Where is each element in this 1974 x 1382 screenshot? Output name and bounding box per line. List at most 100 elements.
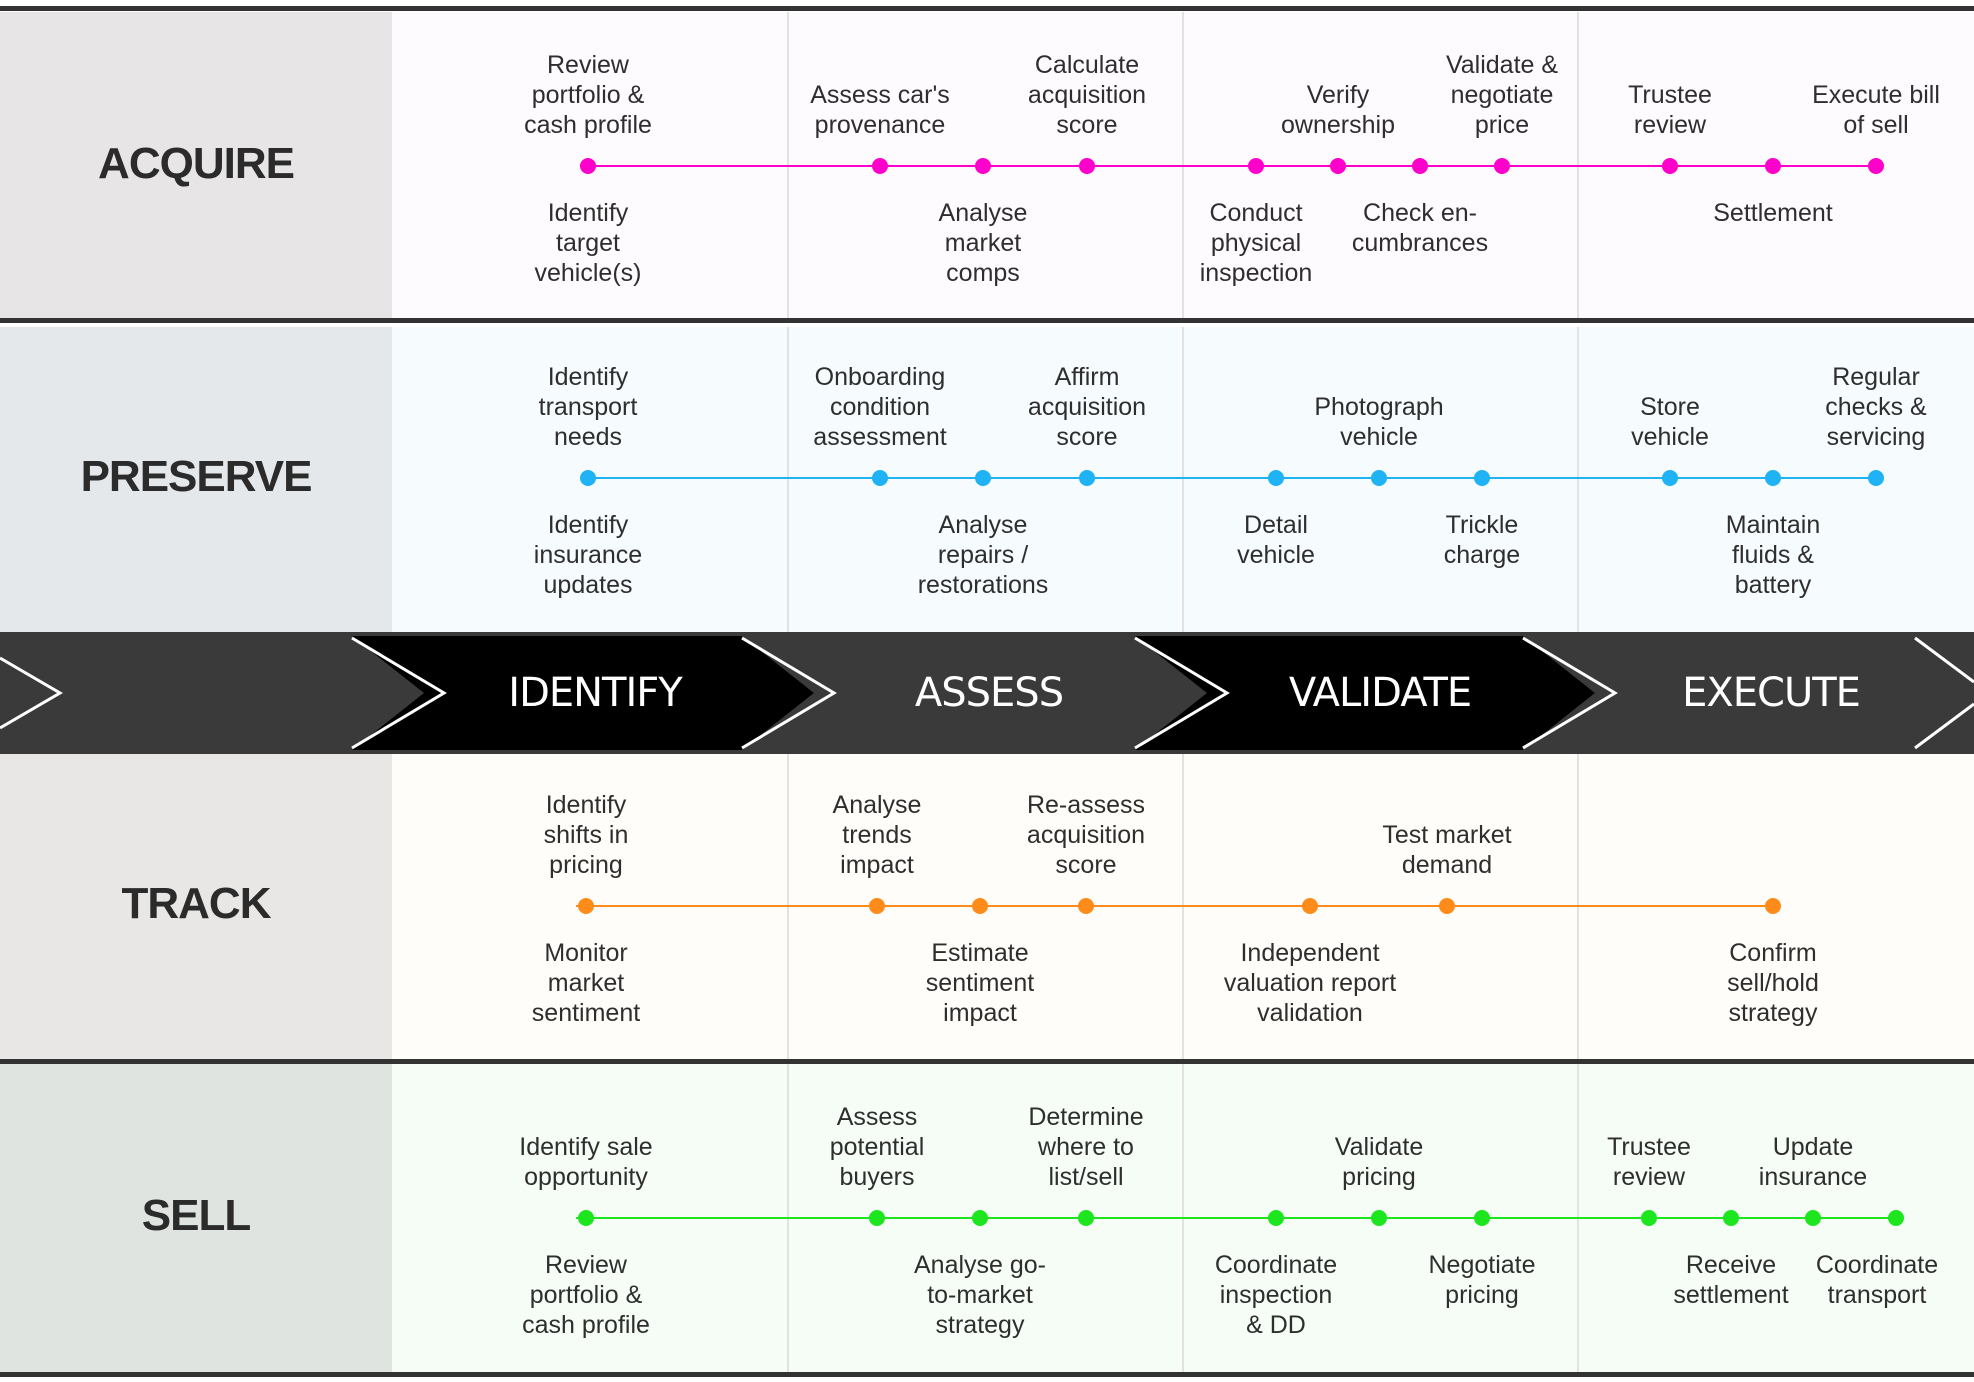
preserve-milestone-dot xyxy=(580,470,596,486)
sell-step-label: Trustee review xyxy=(1607,1133,1691,1191)
preserve-step-label: Photograph vehicle xyxy=(1314,393,1444,451)
sell-step-label: Determine where to list/sell xyxy=(1028,1103,1144,1191)
track-milestone-dot xyxy=(1765,898,1781,914)
chevron-outline xyxy=(0,656,63,730)
lane-divider xyxy=(0,6,1974,11)
sell-step-label: Coordinate inspection & DD xyxy=(1214,1251,1338,1339)
acquire-timeline-line xyxy=(580,165,1880,167)
acquire-title: ACQUIRE xyxy=(98,139,295,188)
phase-chevron xyxy=(1523,636,1974,750)
phase-divider xyxy=(1182,12,1184,322)
preserve-milestone-dot xyxy=(1765,470,1781,486)
preserve-milestone-dot xyxy=(975,470,991,486)
preserve-milestone-dot xyxy=(1371,470,1387,486)
acquire-step-label: Assess car's provenance xyxy=(810,81,950,139)
phase-validate: VALIDATE xyxy=(1288,670,1472,716)
acquire-step-label: Execute bill of sell xyxy=(1812,81,1940,139)
acquire-milestone-dot xyxy=(1248,158,1264,174)
preserve-step-label: Trickle charge xyxy=(1443,511,1521,569)
chevron-outline xyxy=(351,636,447,750)
sell-step-label: Update insurance xyxy=(1758,1133,1868,1191)
phase-identify: IDENTIFY xyxy=(508,670,682,716)
preserve-timeline-line xyxy=(580,477,1880,479)
sell-timeline-line xyxy=(576,1217,1900,1219)
acquire-milestone-dot xyxy=(1079,158,1095,174)
sell-lane-label xyxy=(0,1064,392,1373)
phase-chevron xyxy=(352,636,814,750)
sell-step-label: Negotiate pricing xyxy=(1428,1251,1536,1309)
preserve-milestone-dot xyxy=(872,470,888,486)
preserve-lane-label xyxy=(0,327,392,632)
preserve-step-label: Identify insurance updates xyxy=(533,511,643,599)
preserve-step-label: Maintain fluids & battery xyxy=(1725,511,1821,599)
track-step-label: Estimate sentiment impact xyxy=(925,939,1035,1027)
sell-milestone-dot xyxy=(1268,1210,1284,1226)
preserve-milestone-dot xyxy=(1868,470,1884,486)
acquire-milestone-dot xyxy=(1662,158,1678,174)
preserve-step-label: Detail vehicle xyxy=(1237,511,1315,569)
phase-band: IDENTIFY ASSESS VALIDATE EXECUTE xyxy=(0,632,1974,754)
acquire-milestone-dot xyxy=(1330,158,1346,174)
sell-step-label: Coordinate transport xyxy=(1815,1251,1939,1309)
sell-milestone-dot xyxy=(1888,1210,1904,1226)
preserve-step-label: Analyse repairs / restorations xyxy=(917,511,1049,599)
sell-title: SELL xyxy=(141,1190,251,1240)
acquire-step-label: Settlement xyxy=(1713,199,1833,227)
acquire-step-label: Verify ownership xyxy=(1281,81,1395,139)
sell-milestone-dot xyxy=(1371,1210,1387,1226)
phase-execute: EXECUTE xyxy=(1682,670,1861,716)
sell-milestone-dot xyxy=(1474,1210,1490,1226)
sell-step-label: Assess potential buyers xyxy=(829,1103,925,1191)
phase-divider xyxy=(1577,327,1579,632)
track-step-label: Identify shifts in pricing xyxy=(543,791,629,879)
acquire-step-label: Review portfolio & cash profile xyxy=(524,51,652,139)
preserve-milestone-dot xyxy=(1079,470,1095,486)
track-milestone-dot xyxy=(972,898,988,914)
acquire-milestone-dot xyxy=(1765,158,1781,174)
phase-chevron xyxy=(742,636,1207,750)
phase-chevron xyxy=(1135,636,1595,750)
sell-milestone-dot xyxy=(1805,1210,1821,1226)
chevron-outline xyxy=(741,636,837,750)
phase-divider xyxy=(1577,12,1579,322)
acquire-step-label: Analyse market comps xyxy=(938,199,1028,287)
chevron-outline xyxy=(1914,636,1974,684)
preserve-step-label: Identify transport needs xyxy=(538,363,638,451)
preserve-step-label: Regular checks & servicing xyxy=(1825,363,1927,451)
preserve-step-label: Affirm acquisition score xyxy=(1027,363,1147,451)
track-milestone-dot xyxy=(1439,898,1455,914)
sell-step-label: Review portfolio & cash profile xyxy=(522,1251,650,1339)
acquire-step-label: Validate & negotiate price xyxy=(1445,51,1559,139)
track-title: TRACK xyxy=(121,878,272,928)
track-milestone-dot xyxy=(1078,898,1094,914)
acquire-step-label: Identify target vehicle(s) xyxy=(534,199,642,287)
sell-milestone-dot xyxy=(1641,1210,1657,1226)
sell-step-label: Receive settlement xyxy=(1673,1251,1789,1309)
sell-step-label: Identify sale opportunity xyxy=(519,1133,653,1191)
sell-step-label: Analyse go- to-market strategy xyxy=(913,1251,1047,1339)
chevron-outline xyxy=(1522,636,1618,750)
preserve-step-label: Store vehicle xyxy=(1631,393,1709,451)
track-lane-label xyxy=(0,754,392,1059)
sell-step-label: Validate pricing xyxy=(1334,1133,1424,1191)
acquire-milestone-dot xyxy=(1868,158,1884,174)
track-milestone-dot xyxy=(869,898,885,914)
preserve-milestone-dot xyxy=(1268,470,1284,486)
sell-milestone-dot xyxy=(972,1210,988,1226)
preserve-milestone-dot xyxy=(1474,470,1490,486)
track-step-label: Confirm sell/hold strategy xyxy=(1727,939,1819,1027)
lane-divider xyxy=(0,318,1974,323)
lane-divider xyxy=(0,1059,1974,1064)
preserve-title: PRESERVE xyxy=(80,451,313,501)
lane-divider xyxy=(0,1372,1974,1377)
chevron-outline xyxy=(1134,636,1230,750)
phase-divider xyxy=(787,327,789,632)
acquire-milestone-dot xyxy=(1494,158,1510,174)
sell-milestone-dot xyxy=(1078,1210,1094,1226)
phase-assess: ASSESS xyxy=(914,670,1064,716)
phase-divider xyxy=(787,12,789,322)
chevron-outline xyxy=(1914,702,1974,750)
acquire-step-label: Calculate acquisition score xyxy=(1027,51,1147,139)
track-milestone-dot xyxy=(1302,898,1318,914)
